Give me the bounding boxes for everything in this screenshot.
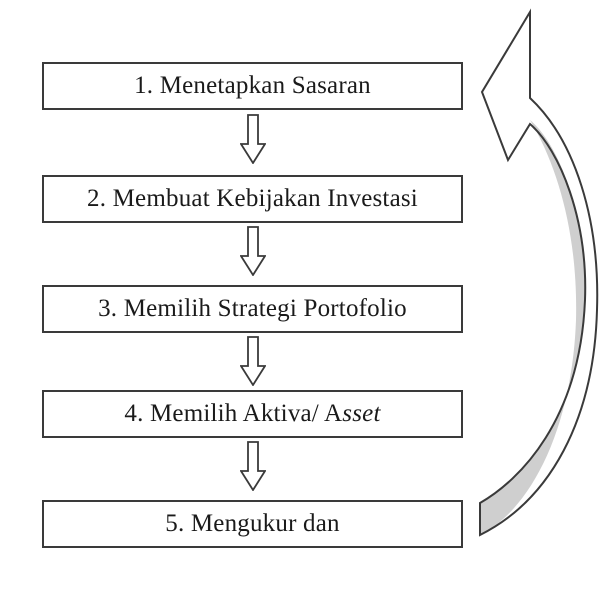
step-1-box: 1. Menetapkan Sasaran bbox=[42, 62, 463, 110]
down-arrow-icon bbox=[240, 226, 266, 276]
step-4-label-italic: sset bbox=[342, 400, 381, 427]
step-4-label: 4. Memilih Aktiva/ Asset bbox=[124, 400, 380, 428]
step-5-box: 5. Mengukur dan bbox=[42, 500, 463, 548]
step-3-box: 3. Memilih Strategi Portofolio bbox=[42, 285, 463, 333]
step-4-label-main: 4. Memilih Aktiva/ A bbox=[124, 400, 343, 427]
down-arrow-icon bbox=[240, 441, 266, 491]
step-4-box: 4. Memilih Aktiva/ Asset bbox=[42, 390, 463, 438]
step-2-box: 2. Membuat Kebijakan Investasi bbox=[42, 175, 463, 223]
step-5-label: 5. Mengukur dan bbox=[165, 510, 340, 537]
step-3-label: 3. Memilih Strategi Portofolio bbox=[98, 295, 407, 322]
step-1-label: 1. Menetapkan Sasaran bbox=[134, 72, 371, 99]
down-arrow-icon bbox=[240, 336, 266, 386]
step-2-label: 2. Membuat Kebijakan Investasi bbox=[87, 185, 418, 212]
down-arrow-icon bbox=[240, 114, 266, 164]
